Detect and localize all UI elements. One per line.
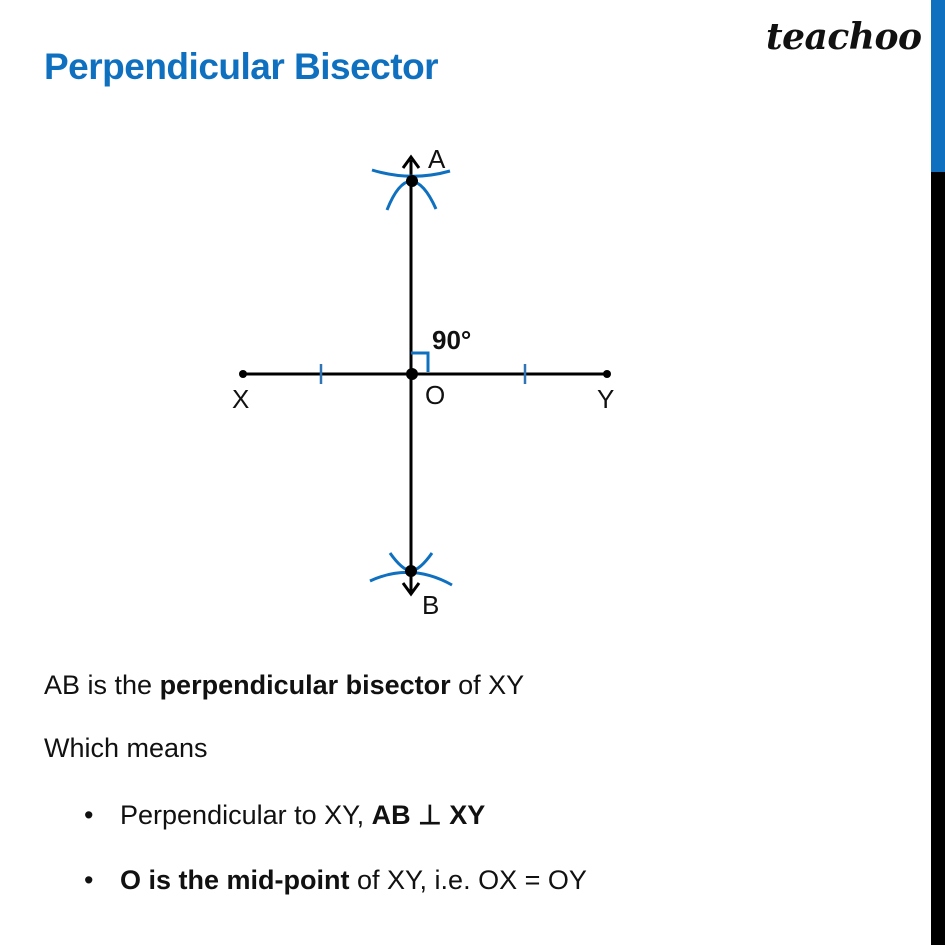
bullet-item-perpendicular: Perpendicular to XY, AB ⊥ XY bbox=[120, 800, 485, 831]
definition-bold: perpendicular bisector bbox=[159, 670, 451, 700]
bullet-1-pre: Perpendicular to XY, bbox=[120, 800, 372, 830]
angle-label: 90° bbox=[432, 325, 471, 355]
point-b bbox=[405, 565, 417, 577]
bullet-item-midpoint: O is the mid-point of XY, i.e. OX = OY bbox=[120, 865, 587, 896]
perpendicular-bisector-diagram: A B X Y O 90° bbox=[232, 144, 614, 620]
bullet-2-bold: O is the mid-point bbox=[120, 865, 350, 895]
arrow-up-icon bbox=[401, 154, 421, 169]
page-title: Perpendicular Bisector bbox=[44, 46, 439, 87]
teachoo-logo: teachoo bbox=[766, 16, 922, 58]
definition-pre: AB is the bbox=[44, 670, 160, 700]
arrow-down-icon bbox=[401, 582, 421, 597]
which-means-line: Which means bbox=[44, 733, 208, 763]
label-y: Y bbox=[597, 384, 614, 414]
bullet-1-bold: AB ⊥ XY bbox=[371, 800, 486, 830]
label-a: A bbox=[428, 144, 446, 174]
point-x bbox=[239, 370, 247, 378]
definition-line: AB is the perpendicular bisector of XY bbox=[44, 670, 524, 701]
slide-edge-accent bbox=[931, 0, 945, 172]
definition-post: of XY bbox=[450, 670, 525, 700]
point-o bbox=[406, 368, 418, 380]
bullet-2-post: of XY, i.e. OX = OY bbox=[349, 865, 587, 895]
point-y bbox=[603, 370, 611, 378]
bullet-glyph: • bbox=[84, 865, 94, 895]
slide-edge-bar bbox=[931, 0, 945, 945]
label-b: B bbox=[422, 590, 439, 620]
right-angle-mark bbox=[411, 351, 430, 372]
label-o: O bbox=[425, 380, 445, 410]
label-x: X bbox=[232, 384, 249, 414]
bullet-glyph: • bbox=[84, 800, 94, 830]
point-a bbox=[406, 175, 418, 187]
